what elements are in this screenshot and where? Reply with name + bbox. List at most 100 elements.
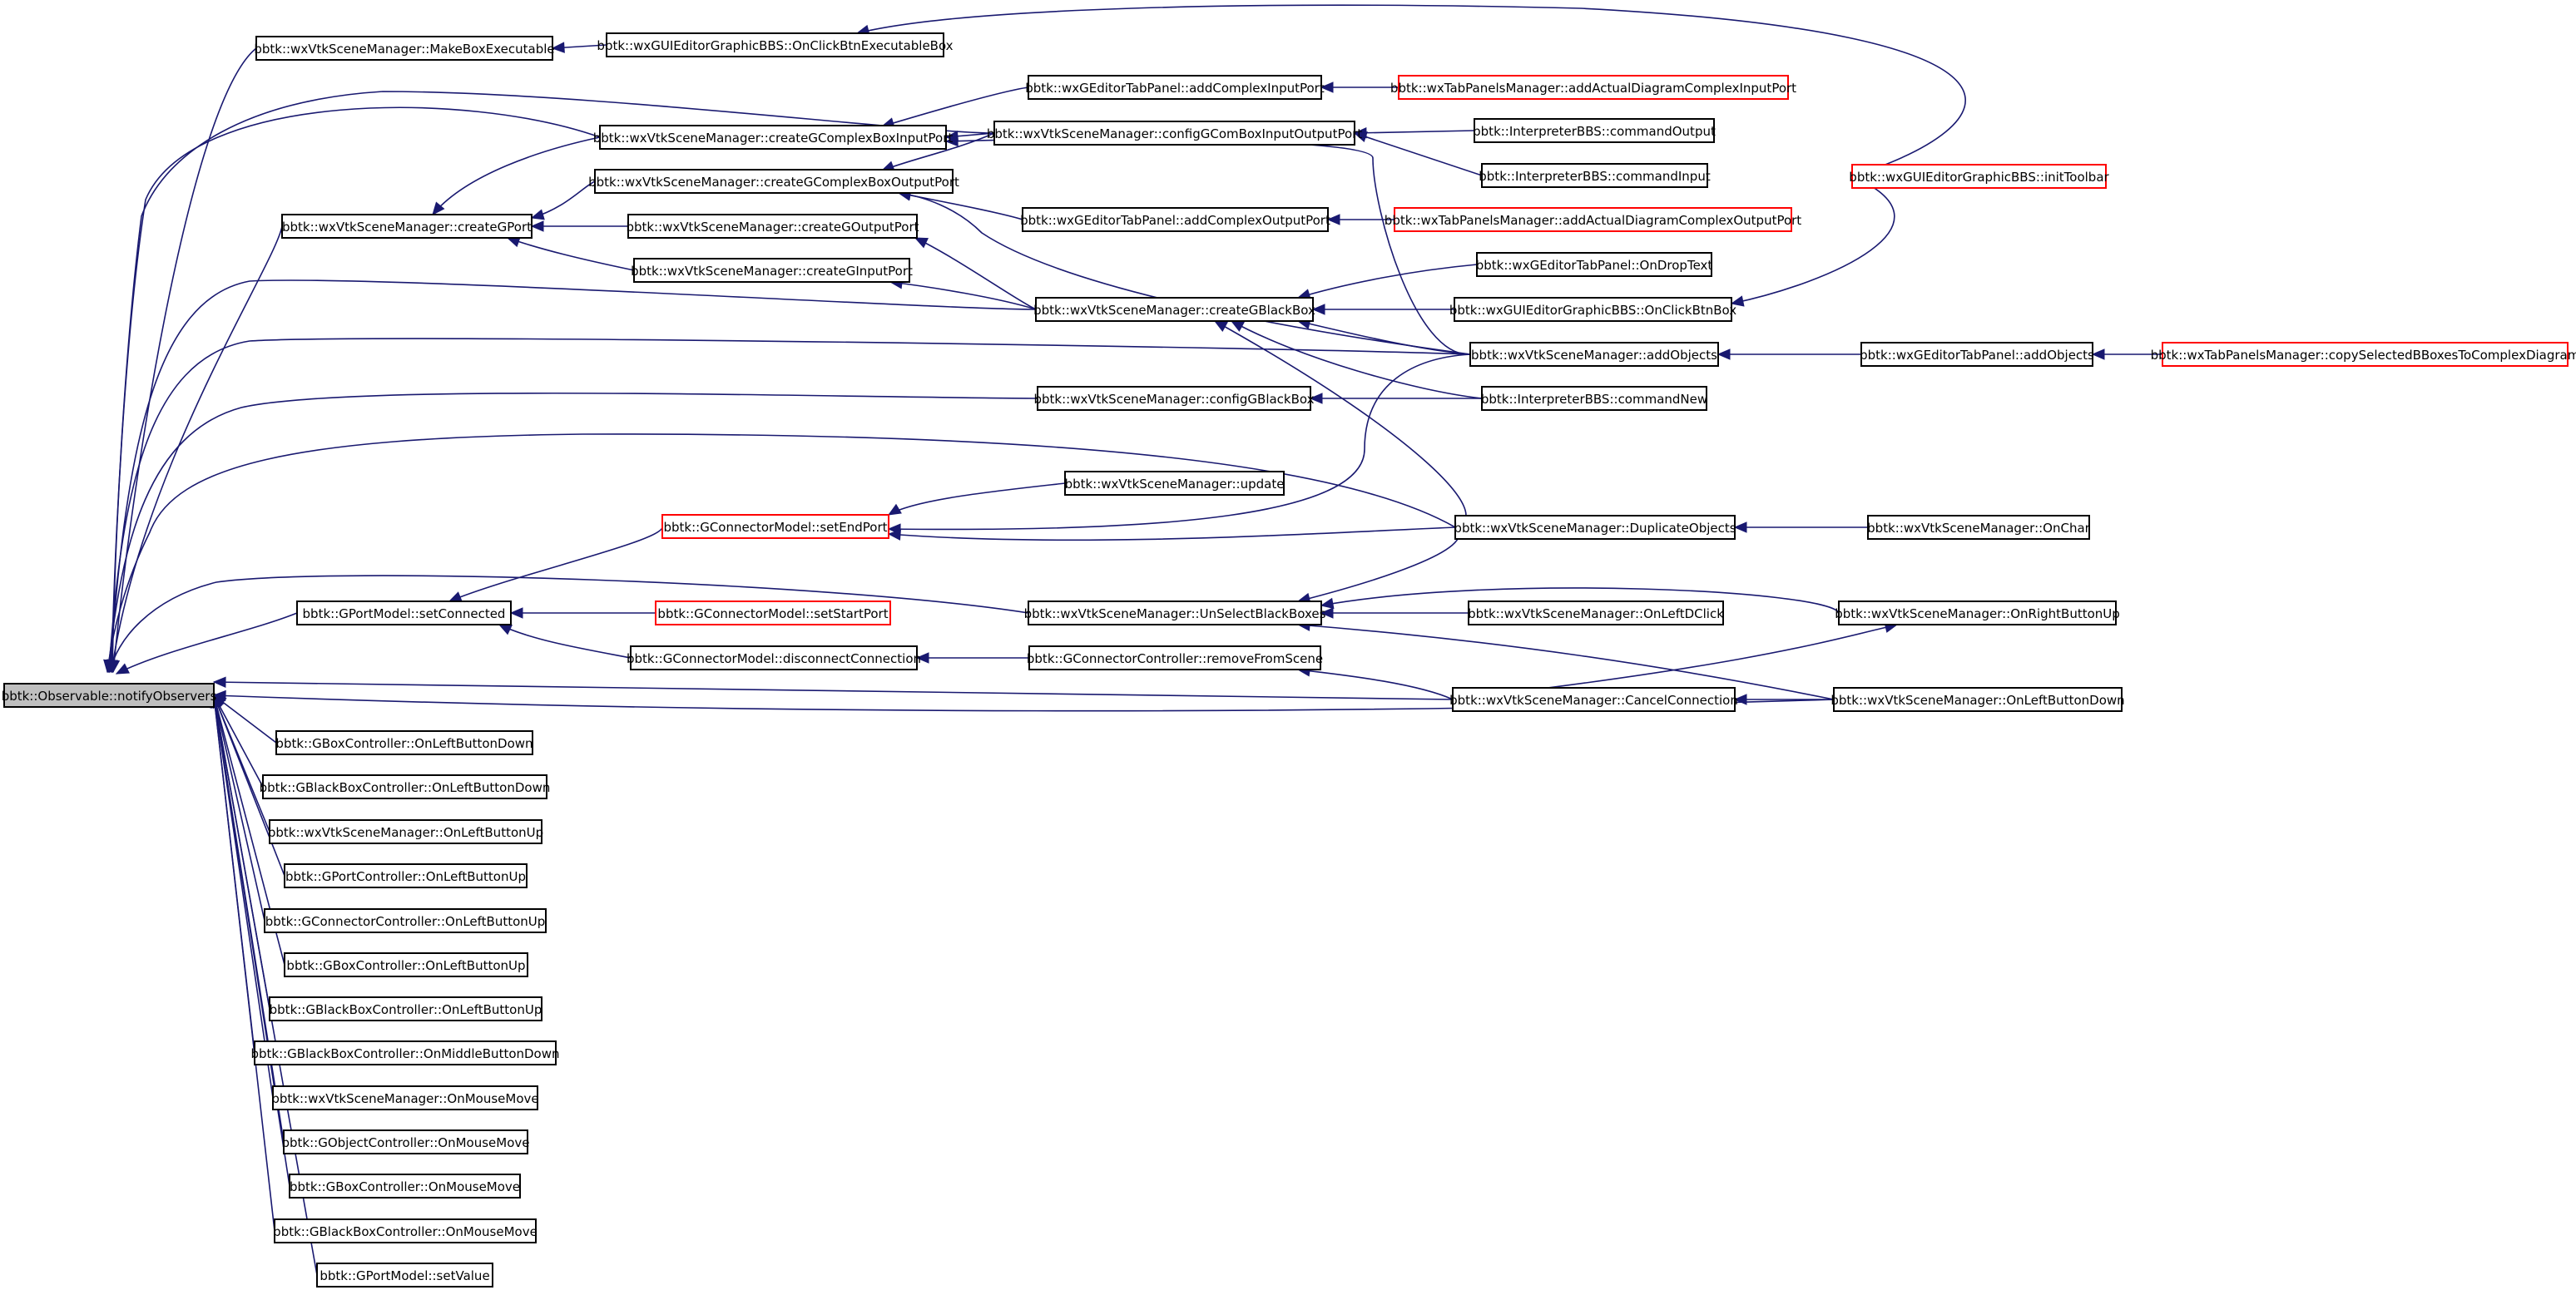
node-gblackleftup[interactable]: bbtk::GBlackBoxController::OnLeftButtonU… (269, 996, 542, 1021)
node-box (262, 774, 547, 799)
node-label: bbtk::InterpreterBBS::commandInput (1479, 169, 1711, 184)
node-gboxmousemove[interactable]: bbtk::GBoxController::OnMouseMove (289, 1174, 521, 1199)
node-onclickexec[interactable]: bbtk::wxGUIEditorGraphicBBS::OnClickBtnE… (597, 32, 954, 57)
edge-arrowhead (944, 135, 959, 147)
node-label: bbtk::wxVtkSceneManager::OnMouseMove (271, 1091, 538, 1106)
edge-createcomplexout-to-creategport (530, 180, 596, 220)
node-box (1476, 252, 1712, 277)
node-label: bbtk::GBlackBoxController::OnLeftButtonD… (260, 780, 551, 795)
edge-duplicate-to-setendport (887, 526, 1456, 541)
edge-creategin-to-creategport (506, 236, 635, 271)
node-box (274, 1218, 537, 1243)
edge-arrowhead (1230, 320, 1245, 332)
node-onclickbtnbox[interactable]: bbtk::wxGUIEditorGraphicBBS::OnClickBtnB… (1449, 297, 1736, 322)
node-createcomplexout[interactable]: bbtk::wxVtkSceneManager::createGComplexB… (588, 169, 959, 194)
node-cancelconn[interactable]: bbtk::wxVtkSceneManager::CancelConnectio… (1449, 687, 1738, 712)
node-setvalue[interactable]: bbtk::GPortModel::setValue (316, 1263, 493, 1288)
edge-arrowhead (1717, 348, 1731, 360)
edge-arrowhead (1309, 393, 1323, 404)
edge-arrowhead (915, 652, 929, 664)
edge-setendport-to-setconnected (448, 526, 663, 602)
node-label: bbtk::wxVtkSceneManager::createGComplexB… (588, 175, 959, 190)
node-creategoutput[interactable]: bbtk::wxVtkSceneManager::createGOutputPo… (626, 214, 919, 239)
edge-arrowhead (1320, 82, 1334, 93)
node-wxmousemove[interactable]: bbtk::wxVtkSceneManager::OnMouseMove (271, 1085, 539, 1110)
edge-line (888, 526, 1456, 541)
node-creategport[interactable]: bbtk::wxVtkSceneManager::createGPort (281, 214, 533, 239)
node-gblackmiddle[interactable]: bbtk::GBlackBoxController::OnMiddleButto… (250, 1040, 560, 1065)
node-gboxleftup[interactable]: bbtk::GBoxController::OnLeftButtonUp (284, 952, 528, 977)
node-box (272, 1085, 538, 1110)
node-wxleftup[interactable]: bbtk::wxVtkSceneManager::OnLeftButtonUp (268, 819, 543, 844)
node-label: bbtk::wxTabPanelsManager::addActualDiagr… (1390, 81, 1796, 96)
node-onchar[interactable]: bbtk::wxVtkSceneManager::OnChar (1867, 515, 2091, 540)
edge-line (213, 694, 264, 788)
node-box (1860, 342, 2093, 367)
node-cmdoutput[interactable]: bbtk::InterpreterBBS::commandOutput (1473, 118, 1716, 143)
node-configblack[interactable]: bbtk::wxVtkSceneManager::configGBlackBox (1033, 386, 1315, 411)
node-unselect[interactable]: bbtk::wxVtkSceneManager::UnSelectBlackBo… (1024, 601, 1326, 625)
node-disconnect[interactable]: bbtk::GConnectorModel::disconnectConnect… (627, 645, 921, 670)
node-setconnected[interactable]: bbtk::GPortModel::setConnected (296, 601, 512, 625)
edge-line (107, 433, 1456, 673)
node-addobjects[interactable]: bbtk::wxVtkSceneManager::addObjects (1469, 342, 1719, 367)
node-gconnleftup[interactable]: bbtk::GConnectorController::OnLeftButton… (264, 908, 547, 933)
node-inittoolbar[interactable]: bbtk::wxGUIEditorGraphicBBS::initToolbar (1849, 164, 2110, 189)
node-cmdnew[interactable]: bbtk::InterpreterBBS::commandNew (1481, 386, 1707, 411)
edge-line (881, 132, 995, 171)
node-onrightup[interactable]: bbtk::wxVtkSceneManager::OnRightButtonUp (1835, 601, 2120, 625)
edge-line (107, 392, 1038, 673)
edge-line (881, 86, 1029, 127)
node-addcomplexout[interactable]: bbtk::wxGEditorTabPanel::addComplexOutpu… (1020, 207, 1330, 232)
node-notify[interactable]: bbtk::Observable::notifyObservers (2, 683, 217, 708)
node-makebox[interactable]: bbtk::wxVtkSceneManager::MakeBoxExecutab… (254, 36, 555, 61)
edge-createblack-to-creategoutput (914, 237, 1037, 310)
edge-line (213, 694, 265, 922)
node-createblack[interactable]: bbtk::wxVtkSceneManager::createGBlackBox (1033, 297, 1315, 322)
node-update[interactable]: bbtk::wxVtkSceneManager::update (1064, 471, 1285, 496)
edge-line (111, 91, 995, 673)
node-box (1851, 164, 2107, 189)
edge-line (1297, 264, 1478, 299)
node-cmdinput[interactable]: bbtk::InterpreterBBS::commandInput (1479, 163, 1711, 188)
node-gboxleftdown[interactable]: bbtk::GBoxController::OnLeftButtonDown (275, 730, 533, 755)
node-onleftdclick[interactable]: bbtk::wxVtkSceneManager::OnLeftDClick (1468, 601, 1724, 625)
node-gblackleftdown[interactable]: bbtk::GBlackBoxController::OnLeftButtonD… (260, 774, 551, 799)
node-onleftdown[interactable]: bbtk::wxVtkSceneManager::OnLeftButtonDow… (1830, 687, 2125, 712)
node-label: bbtk::InterpreterBBS::commandOutput (1473, 124, 1716, 139)
node-ondroptext[interactable]: bbtk::wxGEditorTabPanel::OnDropText (1476, 252, 1713, 277)
node-duplicate[interactable]: bbtk::wxVtkSceneManager::DuplicateObject… (1454, 515, 1736, 540)
node-label: bbtk::wxVtkSceneManager::createGBlackBox (1033, 303, 1315, 318)
node-createcomplexin[interactable]: bbtk::wxVtkSceneManager::createGComplexB… (593, 125, 954, 150)
edge-copysel-to-tabaddobjects (2091, 348, 2162, 360)
node-box (599, 125, 947, 150)
node-addactualin[interactable]: bbtk::wxTabPanelsManager::addActualDiagr… (1390, 75, 1796, 100)
edge-onrightup-to-unselect (1320, 587, 1840, 614)
node-gobjmousemove[interactable]: bbtk::GObjectController::OnMouseMove (281, 1129, 530, 1154)
node-box (633, 258, 910, 283)
edge-cmdoutput-to-configcombox (1353, 126, 1475, 139)
edge-line (116, 612, 298, 675)
node-gportleftup[interactable]: bbtk::GPortController::OnLeftButtonUp (284, 863, 528, 888)
edge-line (109, 575, 1029, 673)
node-creategin[interactable]: bbtk::wxVtkSceneManager::createGInputPor… (631, 258, 913, 283)
node-tabaddobjects[interactable]: bbtk::wxGEditorTabPanel::addObjects (1860, 342, 2094, 367)
node-gblackmousemove[interactable]: bbtk::GBlackBoxController::OnMouseMove (273, 1218, 537, 1243)
node-setendport[interactable]: bbtk::GConnectorModel::setEndPort (661, 514, 889, 539)
edge-creategoutput-to-creategport (530, 220, 628, 232)
node-addcomplexin[interactable]: bbtk::wxGEditorTabPanel::addComplexInput… (1025, 75, 1325, 100)
edge-onchar-to-duplicate (1733, 521, 1868, 533)
edge-arrowhead (551, 42, 565, 53)
node-configcombox[interactable]: bbtk::wxVtkSceneManager::configGComBoxIn… (987, 121, 1362, 146)
node-setstartport[interactable]: bbtk::GConnectorModel::setStartPort (655, 601, 891, 625)
node-copysel[interactable]: bbtk::wxTabPanelsManager::copySelectedBB… (2151, 342, 2576, 367)
edge-arrowhead (1320, 597, 1335, 610)
node-addactualout[interactable]: bbtk::wxTabPanelsManager::addActualDiagr… (1385, 207, 1802, 232)
edge-line (1320, 587, 1840, 614)
node-removescene[interactable]: bbtk::GConnectorController::removeFromSc… (1027, 645, 1323, 670)
edge-arrowhead (1311, 304, 1325, 315)
edge-cmdinput-to-configcombox (1353, 131, 1483, 176)
edge-line (213, 694, 275, 1232)
edge-tabaddobjects-to-addobjects (1717, 348, 1861, 360)
node-label: bbtk::GBoxController::OnLeftButtonUp (286, 958, 525, 973)
